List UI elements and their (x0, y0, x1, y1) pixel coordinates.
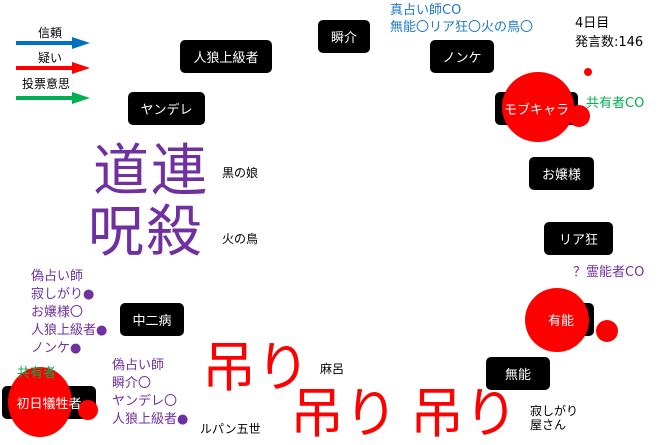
seer-co-label: 真占い師CO (390, 3, 462, 18)
player-maro[interactable]: 麻呂 (320, 362, 345, 376)
list-item: ノンケ● (31, 341, 82, 356)
player-hinotori[interactable]: 火の鳥 (222, 232, 259, 246)
name-line1: 寂しがり (530, 404, 579, 418)
hang-mark: 吊り (410, 382, 518, 445)
status: 4日目 発言数:146 (575, 14, 643, 52)
doubt-arrow-icon (16, 62, 90, 74)
list-item: 偽占い師 (31, 269, 84, 284)
list-item: お嬢様〇 (31, 305, 84, 320)
hang-mark: 吊り (202, 336, 310, 399)
kyoyu-label: 共有者 (17, 366, 57, 381)
player-shunsuke[interactable]: 瞬介 (318, 20, 370, 53)
legend-trust-label: 信頼 (38, 26, 63, 40)
player-sabishigari[interactable]: 寂しがり屋さん (530, 404, 578, 432)
player-jinro[interactable]: 人狼上級者 (180, 40, 272, 73)
list-item: 人狼上級者● (31, 323, 108, 338)
list-item: 瞬介〇 (112, 376, 152, 391)
vote-arrow-icon (16, 92, 90, 104)
blood-drop-icon (568, 105, 590, 127)
hang-mark: 吊り (290, 382, 398, 445)
player-muno[interactable]: 無能 (486, 357, 550, 390)
player-chuni[interactable]: 中二病 (120, 303, 184, 336)
post-count: 発言数:146 (575, 35, 644, 50)
legend-doubt-label: 疑い (38, 51, 63, 65)
medium-co: ？霊能者CO (573, 265, 645, 280)
player-lupin[interactable]: ルパン五世 (200, 422, 261, 436)
blood-drop-icon (584, 68, 592, 76)
day-label: 4日目 (575, 16, 610, 31)
seer-results: 無能〇リア狂〇火の鳥〇 (390, 20, 534, 35)
blood-drop-icon (596, 320, 618, 342)
list-item: 寂しがり● (31, 287, 95, 302)
player-nonke[interactable]: ノンケ (430, 40, 494, 73)
blood-splat-icon (8, 367, 72, 437)
player-riakyo[interactable]: リア狂 (544, 222, 613, 255)
seer-co: 真占い師CO 無能〇リア狂〇火の鳥〇 (390, 2, 533, 36)
fake-seer-list-2: 偽占い師 瞬介〇 ヤンデレ〇 人狼上級者● (112, 357, 188, 429)
mob-label: モブキャラ (503, 103, 569, 118)
list-item: 人狼上級者● (112, 412, 189, 427)
michizure-mark: 道連 (93, 139, 209, 204)
legend-vote-label: 投票意思 (22, 77, 71, 91)
yuno-label: 有能 (547, 314, 574, 329)
fake-seer-list-1: 偽占い師 寂しがり● お嬢様〇 人狼上級者● ノンケ● (31, 268, 107, 358)
player-kuro[interactable]: 黒の娘 (222, 166, 259, 180)
trust-arrow-icon (16, 37, 90, 49)
jusatsu-mark: 呪殺 (88, 200, 204, 265)
shonichi-label: 初日犠牲者 (16, 397, 82, 412)
list-item: ヤンデレ〇 (112, 394, 178, 409)
kyoyu-co: 共有者CO (586, 96, 645, 111)
blood-drop-icon (78, 400, 98, 420)
name-line2: 屋さん (530, 418, 567, 432)
player-yandere[interactable]: ヤンデレ (128, 92, 205, 125)
blood-splat-icon (502, 72, 574, 142)
blood-splat-icon (525, 288, 589, 352)
player-ojosama[interactable]: お嬢様 (529, 157, 594, 190)
list-item: 偽占い師 (112, 358, 165, 373)
